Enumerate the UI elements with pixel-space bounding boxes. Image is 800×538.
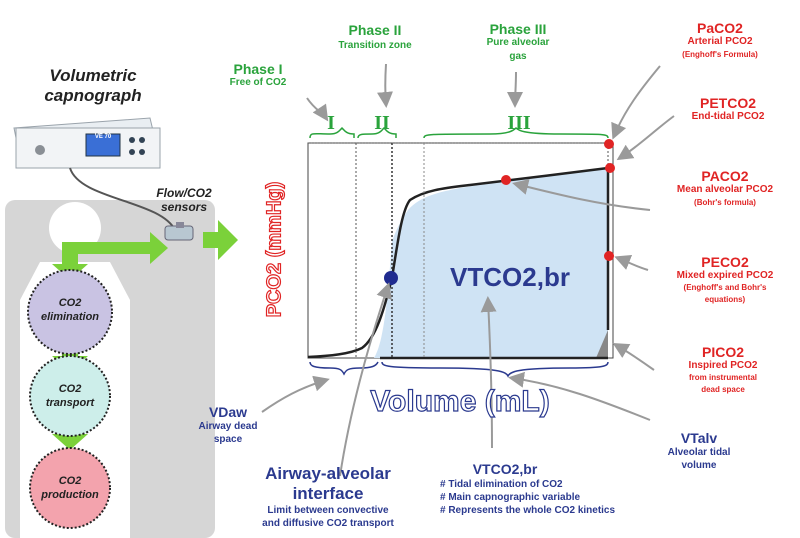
y-axis-label: PCO2 (mmHg) (263, 181, 286, 318)
callout-arrows (261, 63, 675, 477)
vtco2-bullet-3: # Represents the whole CO2 kinetics (440, 505, 616, 516)
sensors-line-2: sensors (160, 200, 208, 214)
volume-brackets (309, 361, 609, 378)
title-line-2: capnograph (44, 86, 142, 105)
paco2-sub-1: Arterial PCO2 (687, 36, 753, 47)
trans-line-2: transport (45, 397, 95, 409)
flow-sensor (164, 222, 194, 241)
petco2-label: PETCO2 End-tidal PCO2 (668, 96, 788, 124)
device-screen-text: VE 70 (94, 134, 112, 140)
phase-1-title: Phase I (233, 61, 283, 77)
peco2-label: PECO2 Mixed expired PCO2 (Enghoff's and … (650, 254, 800, 306)
capnograph-device (13, 117, 176, 231)
phase-2-sub: Transition zone (338, 40, 412, 51)
vtco2-area (392, 168, 608, 358)
sensors-label: Flow/CO2 sensors (144, 186, 224, 214)
pico2-sub-2: from instrumental (688, 373, 757, 382)
pAco2-label: PACO2 Mean alveolar PCO2 (Bohr's formula… (650, 168, 800, 209)
interface-sub-2: and diffusive CO2 transport (262, 518, 394, 529)
phase-3-sub-1: Pure alveolar (486, 37, 550, 48)
vdaw-label: VDaw Airway dead space (188, 404, 268, 446)
pAco2-sub-1: Mean alveolar PCO2 (676, 184, 774, 195)
phase-3-title: Phase III (489, 21, 547, 37)
paco2-point (604, 139, 614, 149)
roman-3: III (507, 112, 531, 134)
inspired-deadspace-wedge (596, 330, 608, 358)
petco2-sub: End-tidal PCO2 (691, 111, 765, 122)
pico2-sub-1: Inspired PCO2 (688, 360, 758, 371)
pico2-label: PICO2 Inspired PCO2 from instrumental de… (658, 344, 788, 396)
vtco2-area-label: VTCO2,br (450, 262, 570, 292)
interface-point (384, 271, 398, 285)
petco2-title: PETCO2 (699, 95, 756, 111)
vdaw-sub-2: space (213, 434, 243, 445)
phase-2-title: Phase II (348, 22, 402, 38)
paco2-title: PaCO2 (697, 20, 743, 36)
title-line-1: Volumetric (49, 66, 137, 85)
prod-line-1: CO2 (58, 475, 82, 487)
phase-1-label: Phase I Free of CO2 (208, 62, 308, 90)
vtalv-sub-1: Alveolar tidal (667, 447, 731, 458)
vtalv-title: VTalv (680, 430, 718, 446)
phase-1-sub: Free of CO2 (229, 77, 287, 88)
peco2-sub-2: (Enghoff's and Bohr's (683, 283, 767, 292)
peco2-sub-3: equations) (704, 295, 746, 304)
pAco2-point (501, 175, 511, 185)
co2-elimination-circle (27, 269, 113, 355)
vtco2-label: VTCO2,br # Tidal elimination of CO2 # Ma… (440, 460, 660, 517)
interface-sub-1: Limit between convective (267, 505, 389, 516)
co2-elimination-label: CO2 elimination (30, 296, 110, 324)
vdaw-sub-1: Airway dead (198, 421, 258, 432)
capnograph-title: Volumetric capnograph (18, 66, 168, 106)
peco2-sub-1: Mixed expired PCO2 (676, 270, 774, 281)
co2-production-label: CO2 production (30, 474, 110, 502)
vtco2-title: VTCO2,br (472, 461, 538, 477)
phase-3-label: Phase III Pure alveolar gas (468, 22, 568, 64)
co2-transport-label: CO2 transport (30, 382, 110, 410)
phase-2-label: Phase II Transition zone (320, 22, 430, 54)
pAco2-title: PACO2 (701, 168, 749, 184)
paco2-sub-2: (Enghoff's Formula) (682, 50, 758, 59)
pAco2-sub-2: (Bohr's formula) (694, 198, 756, 207)
phase-brackets (309, 126, 609, 139)
peco2-point (604, 251, 614, 261)
phase-3-sub-2: gas (509, 51, 527, 62)
pico2-title: PICO2 (701, 344, 744, 360)
paco2-label: PaCO2 Arterial PCO2 (Enghoff's Formula) (650, 20, 790, 61)
trans-line-1: CO2 (58, 383, 82, 395)
vtalv-sub-2: volume (681, 460, 717, 471)
sensors-line-1: Flow/CO2 (156, 186, 212, 200)
interface-title-2: interface (292, 484, 364, 503)
elim-line-2: elimination (40, 311, 100, 323)
prod-line-2: production (41, 489, 99, 501)
co2-production-circle (29, 447, 111, 529)
vdaw-title: VDaw (208, 404, 248, 420)
interface-label: Airway-alveolar interface Limit between … (228, 464, 428, 530)
vtco2-bullet-2: # Main capnographic variable (440, 492, 581, 503)
peco2-title: PECO2 (701, 254, 749, 270)
vtco2-bullet-1: # Tidal elimination of CO2 (440, 479, 563, 490)
x-axis-label: Volume (mL) (370, 384, 551, 418)
roman-1: I (327, 112, 335, 134)
petco2-point (605, 163, 615, 173)
co2-transport-circle (29, 355, 111, 437)
elim-line-1: CO2 (58, 297, 82, 309)
pico2-sub-3: dead space (701, 385, 745, 394)
vtalv-label: VTalv Alveolar tidal volume (644, 430, 754, 472)
roman-2: II (374, 112, 390, 134)
interface-title-1: Airway-alveolar (265, 464, 391, 483)
capnogram-curve (307, 166, 609, 359)
